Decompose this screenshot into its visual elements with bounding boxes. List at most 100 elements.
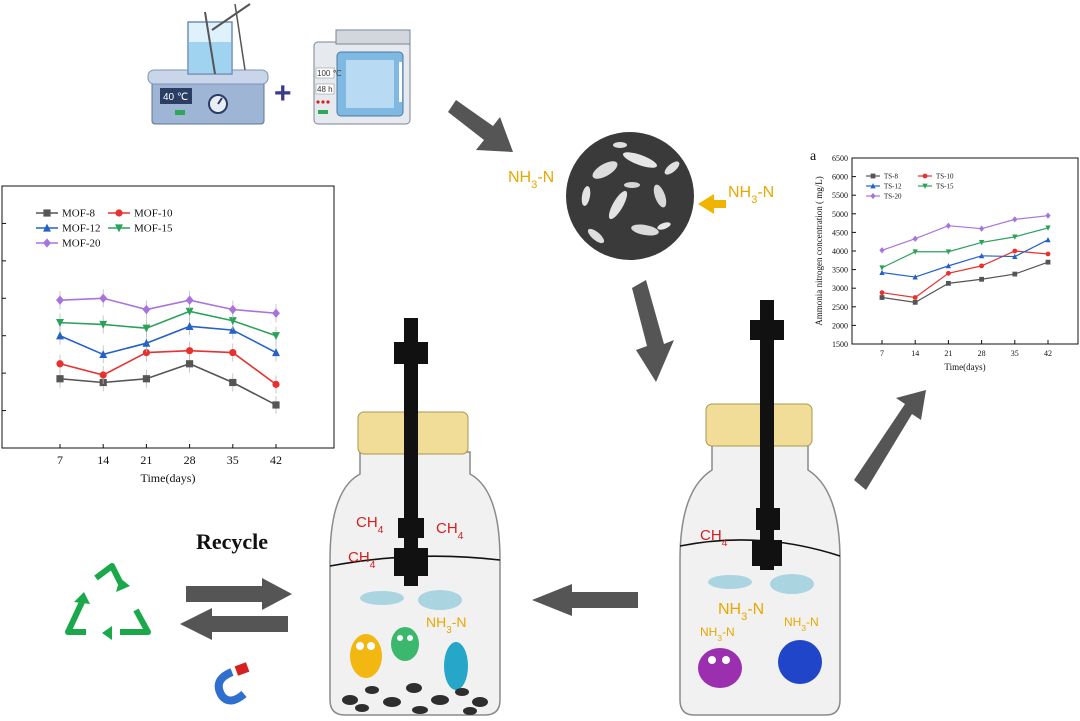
series-line-ts-15 — [881, 227, 1049, 269]
x-tick-label: 28 — [184, 453, 196, 467]
data-point-mof-15 — [228, 317, 237, 326]
bottle-right-lid — [705, 403, 813, 447]
nh3-label-right: NH3-N — [728, 184, 774, 206]
data-point-ts-20 — [879, 247, 885, 254]
ch4-label: CH4 — [348, 549, 376, 571]
legend-label: TS-20 — [884, 192, 902, 200]
legend-label: MOF-12 — [62, 223, 101, 235]
process-arrows — [180, 100, 926, 640]
legend-label: TS-12 — [884, 182, 902, 190]
data-point-ts-12 — [912, 274, 918, 280]
legend-marker — [870, 173, 876, 179]
data-point-mof-12 — [142, 338, 151, 347]
data-point-mof-15 — [272, 332, 280, 341]
microbe-teal — [444, 642, 468, 690]
x-tick-label: 28 — [978, 349, 986, 358]
chart-title: a — [810, 149, 817, 164]
data-point-ts-15 — [945, 249, 952, 255]
series-line-mof-8 — [59, 362, 277, 406]
arrow-to-right-chart — [854, 390, 926, 490]
data-point-ts-12 — [1012, 253, 1018, 259]
series-line-mof-12 — [59, 325, 277, 356]
data-point-mof-10 — [229, 348, 237, 357]
legend-marker — [870, 192, 876, 200]
ch4-label: CH4 — [356, 514, 384, 536]
microbe-purple — [698, 648, 742, 688]
x-tick-label: 35 — [227, 453, 239, 467]
data-point-ts-10 — [879, 290, 885, 296]
recycle-icon — [65, 563, 151, 635]
data-point-ts-8 — [1045, 259, 1051, 265]
data-point-mof-8 — [56, 375, 64, 383]
data-point-ts-10 — [1045, 251, 1051, 257]
data-point-mof-12 — [272, 348, 280, 357]
data-point-ts-8 — [946, 280, 951, 286]
mof-pellets — [342, 683, 488, 715]
legend-marker — [922, 173, 928, 179]
y-tick-label: 5500 — [832, 191, 848, 200]
data-point-ts-12 — [945, 263, 952, 269]
nh3-label-bottle-right-small: NH3-N — [700, 625, 735, 643]
arrow-to-left-bottle — [532, 584, 638, 616]
y-tick-label: 2000 — [832, 321, 848, 330]
legend-label: MOF-10 — [134, 208, 173, 220]
legend-marker — [43, 223, 51, 232]
data-point-mof-20 — [142, 304, 151, 315]
recycle-icon-heads — [74, 578, 130, 640]
magnetic-stirrer-heater: 40 ℃ — [147, 3, 269, 125]
x-tick-label: 35 — [1011, 349, 1019, 358]
data-point-ts-10 — [912, 295, 918, 300]
nh3-label-left: NH3-N — [508, 169, 554, 191]
data-point-ts-20 — [1012, 216, 1018, 223]
legend-label: TS-10 — [936, 172, 954, 180]
data-point-mof-20 — [56, 295, 64, 305]
y-tick-label: 6000 — [832, 173, 848, 182]
data-point-mof-15 — [185, 307, 194, 316]
legend-label: MOF-20 — [62, 238, 101, 250]
y-tick-label: 4000 — [832, 247, 848, 256]
nh3-label-bottle-right-main: NH3-N — [718, 601, 764, 623]
data-point-ts-12 — [978, 252, 985, 259]
legend-label: TS-15 — [936, 182, 954, 190]
microbe-yellow — [350, 634, 382, 678]
nh3-inflow-arrow — [698, 194, 726, 214]
stirrer-blade-right-a — [708, 575, 752, 589]
y-tick-label: 5000 — [832, 210, 848, 219]
data-point-mof-15 — [56, 319, 64, 327]
plus-sign: + — [274, 77, 292, 110]
series-line-mof-20 — [59, 297, 277, 315]
data-point-ts-10 — [946, 270, 951, 276]
data-point-mof-10 — [142, 348, 150, 357]
series-line-ts-12 — [881, 239, 1049, 278]
data-point-mof-10 — [99, 371, 107, 379]
x-tick-label: 42 — [1044, 349, 1052, 358]
x-tick-label: 7 — [57, 453, 63, 467]
data-point-ts-15 — [978, 240, 985, 246]
data-point-mof-20 — [228, 304, 237, 315]
data-point-ts-8 — [1012, 271, 1018, 277]
data-point-ts-8 — [979, 276, 984, 282]
series-line-mof-10 — [59, 349, 277, 386]
bottle-left: CH4 CH4 CH4 NH3-N — [329, 318, 501, 716]
data-point-mof-8 — [272, 401, 280, 409]
data-point-mof-12 — [185, 322, 194, 330]
data-point-ts-12 — [879, 269, 885, 275]
series-line-ts-20 — [881, 215, 1049, 251]
heater-temp-label: 40 ℃ — [163, 92, 188, 103]
stirrer-blade-left-b — [418, 590, 462, 610]
series-line-ts-10 — [881, 250, 1049, 299]
x-axis-label: Time(days) — [944, 362, 985, 372]
legend-label: TS-8 — [884, 172, 899, 180]
y-tick-label: 4500 — [832, 228, 848, 237]
microbe-blue — [778, 640, 822, 684]
y-tick-label: 2500 — [832, 303, 848, 312]
y-tick-label: 1500 — [832, 340, 848, 349]
y-tick-label: 3500 — [832, 266, 848, 275]
data-point-ts-10 — [1012, 248, 1018, 254]
ch4-label-bottle-right: CH4 — [700, 527, 728, 549]
data-point-ts-15 — [879, 265, 885, 271]
data-point-mof-12 — [99, 350, 108, 359]
data-point-ts-12 — [1045, 236, 1051, 243]
